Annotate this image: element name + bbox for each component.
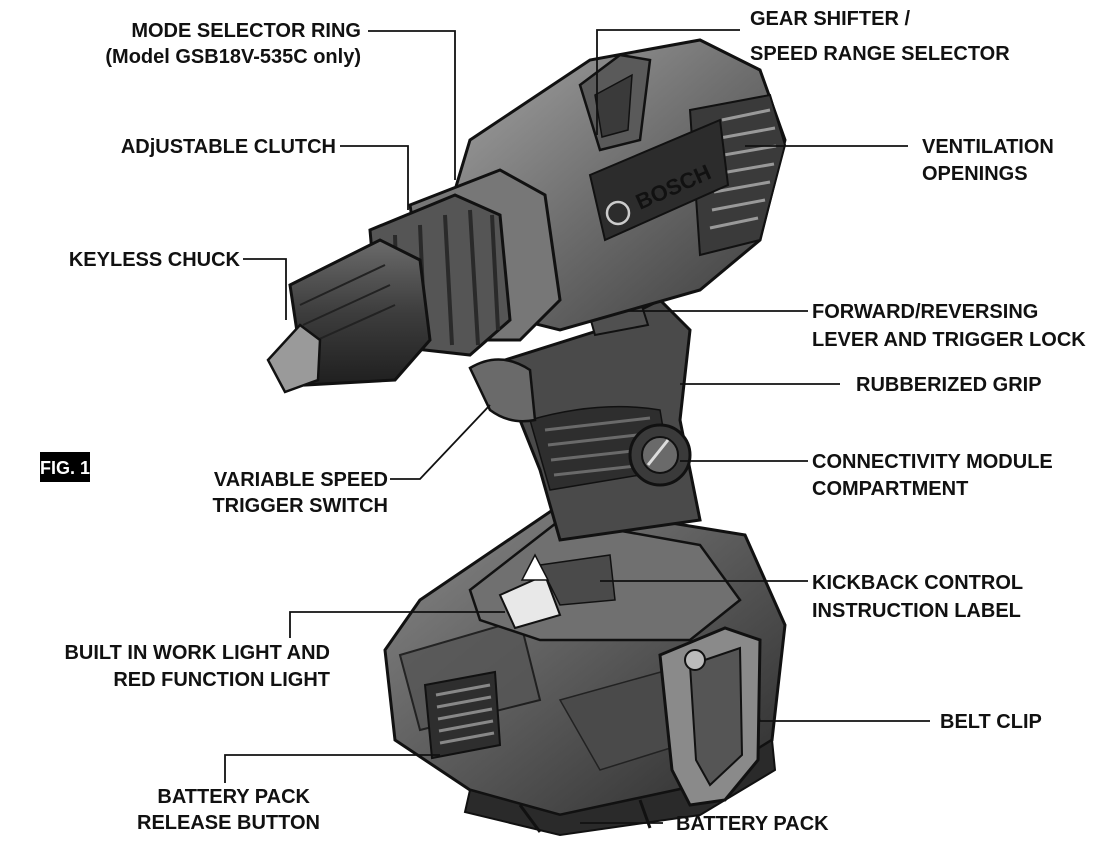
chuck-tip (266, 323, 322, 394)
label-variable-speed-1: VARIABLE SPEED (214, 469, 388, 491)
label-belt-clip: BELT CLIP (940, 711, 1042, 733)
label-mode-selector-1: MODE SELECTOR RING (131, 20, 361, 42)
belt-clip (658, 626, 762, 807)
drill-illustration: BOSCH (266, 38, 787, 837)
label-connectivity-1: CONNECTIVITY MODULE (812, 451, 1053, 473)
work-light (498, 573, 562, 630)
label-kickback-2: INSTRUCTION LABEL (812, 600, 1021, 622)
kickback-label (538, 554, 616, 606)
leader-trigger (390, 404, 491, 480)
label-work-light-1: BUILT IN WORK LIGHT AND (64, 642, 330, 664)
label-release-button-2: RELEASE BUTTON (137, 812, 320, 834)
label-ventilation-1: VENTILATION (922, 136, 1054, 158)
label-gear-shifter-1: GEAR SHIFTER / (750, 8, 910, 30)
label-forward-reversing-2: LEVER AND TRIGGER LOCK (812, 329, 1086, 351)
label-rubberized-grip: RUBBERIZED GRIP (856, 374, 1042, 396)
leader-gear-shifter (596, 29, 740, 135)
label-variable-speed-2: TRIGGER SWITCH (212, 495, 388, 517)
label-mode-selector-2: (Model GSB18V-535C only) (105, 46, 361, 68)
brand-logo-icon (605, 200, 631, 226)
ventilation-slots (709, 108, 777, 230)
leader-release-button (224, 754, 440, 783)
leader-clutch (340, 145, 409, 210)
label-keyless-chuck: KEYLESS CHUCK (69, 249, 241, 271)
leader-mode-selector (368, 30, 456, 180)
leader-lines (224, 29, 930, 824)
figure-badge-box (40, 452, 90, 482)
battery-release-button (423, 670, 502, 760)
label-gear-shifter-2: SPEED RANGE SELECTOR (750, 43, 1010, 65)
figure-label: FIG. 1 (40, 458, 90, 478)
leader-work-light (289, 611, 505, 638)
label-release-button-1: BATTERY PACK (157, 786, 310, 808)
label-battery-pack: BATTERY PACK (676, 813, 829, 835)
label-work-light-2: RED FUNCTION LIGHT (113, 669, 330, 691)
warning-icon (520, 553, 550, 581)
label-forward-reversing-1: FORWARD/REVERSING (812, 301, 1038, 323)
label-connectivity-2: COMPARTMENT (812, 478, 968, 500)
keyless-chuck (266, 238, 432, 394)
label-kickback-1: KICKBACK CONTROL (812, 572, 1023, 594)
brand-panel (588, 118, 730, 242)
drill-handle (503, 298, 702, 542)
label-ventilation-2: OPENINGS (922, 163, 1028, 185)
callout-labels: MODE SELECTOR RING (Model GSB18V-535C on… (64, 8, 1086, 835)
label-adjustable-clutch: ADjUSTABLE CLUTCH (121, 136, 336, 158)
leader-chuck (243, 258, 287, 320)
drill-base (468, 518, 742, 642)
figure-badge: FIG. 1 (40, 452, 90, 482)
